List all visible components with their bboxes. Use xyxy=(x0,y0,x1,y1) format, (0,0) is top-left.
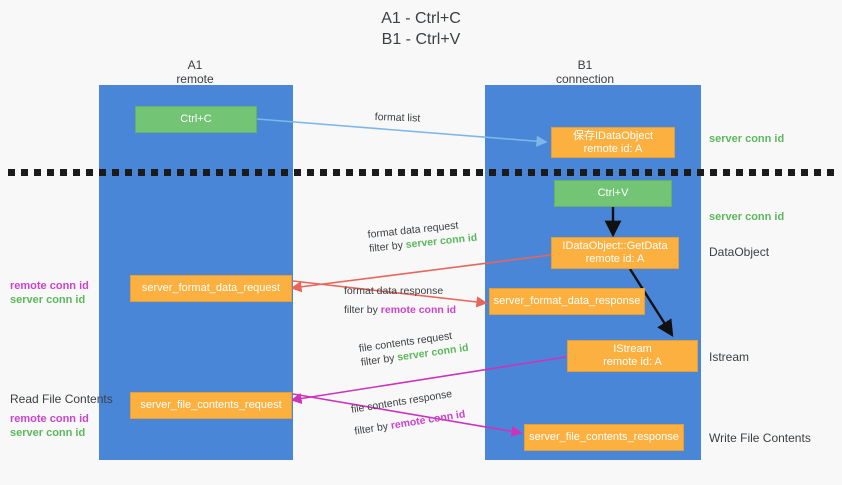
node-fmt-req-label: server_format_data_request xyxy=(141,282,281,294)
node-ctrl-v-label: Ctrl+V xyxy=(597,187,629,199)
node-getdata[interactable]: IDataObject::GetData remote id: A xyxy=(551,237,679,269)
column-a1-sub: remote xyxy=(176,72,214,86)
column-b1-sub: connection xyxy=(555,72,615,86)
fmt-req-l2-pre: filter by xyxy=(368,239,407,255)
node-getdata-line1: IDataObject::GetData xyxy=(562,240,668,252)
node-ctrl-c-label: Ctrl+C xyxy=(180,113,212,125)
edge-file-contents-request xyxy=(290,356,567,405)
annotation-dataobject: DataObject xyxy=(709,245,770,259)
node-ctrl-v[interactable]: Ctrl+V xyxy=(554,180,672,207)
annotation-server-conn-id-mid: server conn id xyxy=(709,211,785,223)
node-istream-line2: remote id: A xyxy=(603,356,662,368)
node-save-idataobject-line2: remote id: A xyxy=(583,142,643,155)
title-line-1: A1 - Ctrl+C xyxy=(381,10,461,27)
node-fmt-resp-label: server_format_data_response xyxy=(493,295,641,307)
node-server-format-data-request[interactable]: server_format_data_request xyxy=(130,275,292,302)
page-title: A1 - Ctrl+C B1 - Ctrl+V xyxy=(0,8,842,50)
fmt-resp-l1: format data response xyxy=(344,285,444,297)
node-save-idataobject[interactable]: 保存IDataObject remote id: A xyxy=(551,127,675,158)
node-file-req-label: server_file_contents_request xyxy=(140,399,282,411)
node-istream[interactable]: IStream remote id: A xyxy=(567,340,698,372)
node-save-idataobject-line1: 保存IDataObject xyxy=(572,129,654,142)
edge-getdata-istream xyxy=(628,268,674,338)
column-header-b1: B1 connection xyxy=(485,58,685,86)
edge-format-list xyxy=(256,118,548,147)
column-header-a1: A1 remote xyxy=(95,58,295,86)
fmt-resp-l2: filter by remote conn id xyxy=(344,303,456,317)
edge-label-format-list-text: format list xyxy=(374,110,421,125)
column-a1-name: A1 xyxy=(187,58,203,72)
node-server-file-contents-response[interactable]: server_file_contents_response xyxy=(524,424,684,451)
annotation-server-conn-id-left-mid: server conn id xyxy=(10,294,86,306)
column-b1-name: B1 xyxy=(577,58,593,72)
fmt-resp-l2-pre: filter by xyxy=(344,304,381,316)
node-getdata-line2: remote id: A xyxy=(585,253,645,265)
edge-format-data-request xyxy=(290,254,552,293)
edge-label-format-list: format list xyxy=(375,110,421,126)
edge-label-format-data-response: format data response filter by remote co… xyxy=(344,284,456,317)
node-istream-line1: IStream xyxy=(613,343,652,355)
title-line-2: B1 - Ctrl+V xyxy=(381,31,461,48)
annotation-write-file-contents: Write File Contents xyxy=(709,431,811,445)
annotation-read-file-contents: Read File Contents xyxy=(10,392,113,406)
fmt-resp-l2-key: remote conn id xyxy=(380,304,457,316)
phase-divider xyxy=(8,169,834,176)
annotation-server-conn-id-top: server conn id xyxy=(709,133,785,145)
annotation-remote-conn-id-low: remote conn id xyxy=(10,413,89,425)
node-ctrl-c[interactable]: Ctrl+C xyxy=(135,106,257,133)
node-server-file-contents-request[interactable]: server_file_contents_request xyxy=(130,392,292,419)
annotation-remote-conn-id-mid: remote conn id xyxy=(10,280,89,292)
node-file-resp-label: server_file_contents_response xyxy=(529,431,679,443)
annotation-istream: Istream xyxy=(709,350,750,364)
annotation-server-conn-id-left-low: server conn id xyxy=(10,427,86,439)
node-server-format-data-response[interactable]: server_format_data_response xyxy=(489,288,645,315)
edge-file-contents-response xyxy=(292,393,523,437)
edge-format-data-response xyxy=(292,280,488,308)
